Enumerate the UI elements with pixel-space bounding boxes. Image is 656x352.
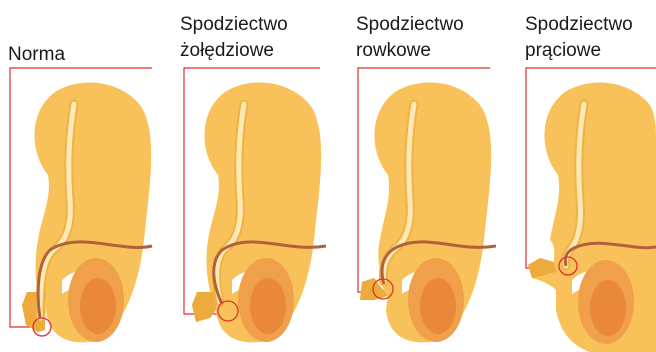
- testis-core: [80, 278, 116, 334]
- panel-norma: Norma: [0, 0, 164, 352]
- testis-core: [250, 278, 286, 334]
- testis-core: [420, 278, 456, 334]
- illustration-coronal: [340, 0, 504, 352]
- illustration-normal: [0, 0, 164, 352]
- panel-rowkowe: Spodziectwo rowkowe: [340, 0, 504, 352]
- testis-core: [590, 280, 626, 336]
- panel-praciowe: Spodziectwo prąciowe: [510, 0, 656, 352]
- illustration-glandular: [170, 0, 334, 352]
- illustration-penile: [510, 0, 656, 352]
- panel-zoledziowe: Spodziectwo żołędziowe: [170, 0, 334, 352]
- glans-shape: [192, 292, 216, 322]
